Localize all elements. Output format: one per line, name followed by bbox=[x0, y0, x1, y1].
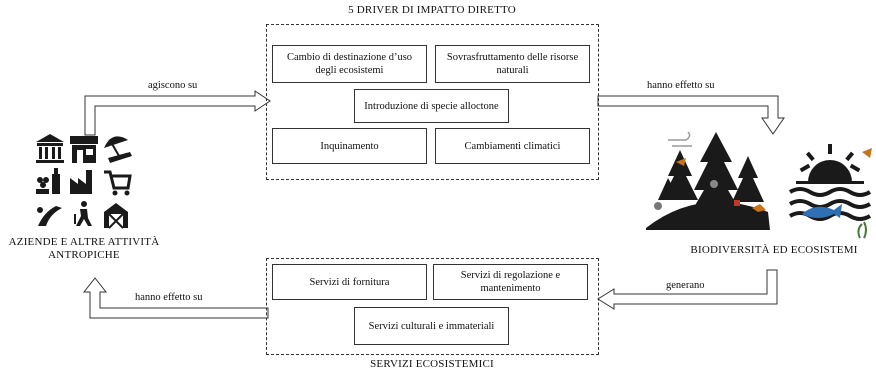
wine-icon bbox=[36, 168, 60, 194]
driver-box-overexploitation: Sovrasfruttamento delle risorse naturali bbox=[435, 45, 590, 83]
road-icon bbox=[37, 206, 62, 226]
shop-icon bbox=[70, 136, 98, 163]
driver-box-land-use: Cambio di destinazione d’uso degli ecosi… bbox=[272, 45, 427, 83]
service-box-provisioning: Servizi di fornitura bbox=[272, 264, 427, 300]
arrow-agiscono-su bbox=[84, 90, 271, 136]
factory-icon bbox=[70, 170, 92, 194]
bank-icon bbox=[36, 134, 64, 163]
squirrel-icon bbox=[654, 202, 662, 210]
driver-box-pollution: Inquinamento bbox=[272, 128, 427, 164]
owl-icon bbox=[710, 180, 718, 188]
bird-icon bbox=[676, 148, 872, 166]
hiker-icon bbox=[74, 201, 92, 226]
red-bird-icon bbox=[734, 200, 740, 206]
driver-box-climate-change: Cambiamenti climatici bbox=[435, 128, 590, 164]
service-box-cultural: Servizi culturali e immateriali bbox=[354, 307, 509, 345]
beach-umbrella-icon bbox=[104, 136, 132, 163]
fox-icon bbox=[752, 204, 766, 212]
right-node-label: BIODIVERSITÀ ED ECOSISTEMI bbox=[690, 244, 858, 256]
sun-icon bbox=[796, 144, 864, 184]
top-group-container bbox=[266, 24, 599, 180]
wind-icon bbox=[668, 131, 692, 147]
barn-icon bbox=[104, 203, 128, 229]
bottom-group-container bbox=[266, 258, 599, 355]
arrow-hanno-effetto-su-top bbox=[597, 95, 785, 135]
shopping-cart-icon bbox=[104, 170, 132, 196]
left-node-label: AZIENDE E ALTRE ATTIVITÀ ANTROPICHE bbox=[8, 236, 160, 261]
service-box-regulation: Servizi di regolazione e mantenimento bbox=[433, 264, 588, 300]
tree-icon bbox=[658, 132, 764, 214]
driver-box-alien-species: Introduzione di specie alloctone bbox=[354, 89, 509, 123]
arrow-label-hanno-effetto-su-top: hanno effetto su bbox=[647, 80, 715, 91]
arrow-label-generano: generano bbox=[666, 280, 705, 291]
arrow-hanno-effetto-su-bottom bbox=[82, 277, 269, 319]
arrow-generano bbox=[597, 269, 778, 310]
arrow-label-hanno-effetto-su-bottom: hanno effetto su bbox=[135, 292, 203, 303]
arrow-label-agiscono-su: agiscono su bbox=[148, 80, 198, 91]
seaweed-icon bbox=[857, 221, 867, 239]
top-group-title: 5 DRIVER DI IMPATTO DIRETTO bbox=[348, 4, 516, 16]
bottom-group-title: SERVIZI ECOSISTEMICI bbox=[370, 358, 494, 370]
fish-icon bbox=[802, 204, 842, 218]
